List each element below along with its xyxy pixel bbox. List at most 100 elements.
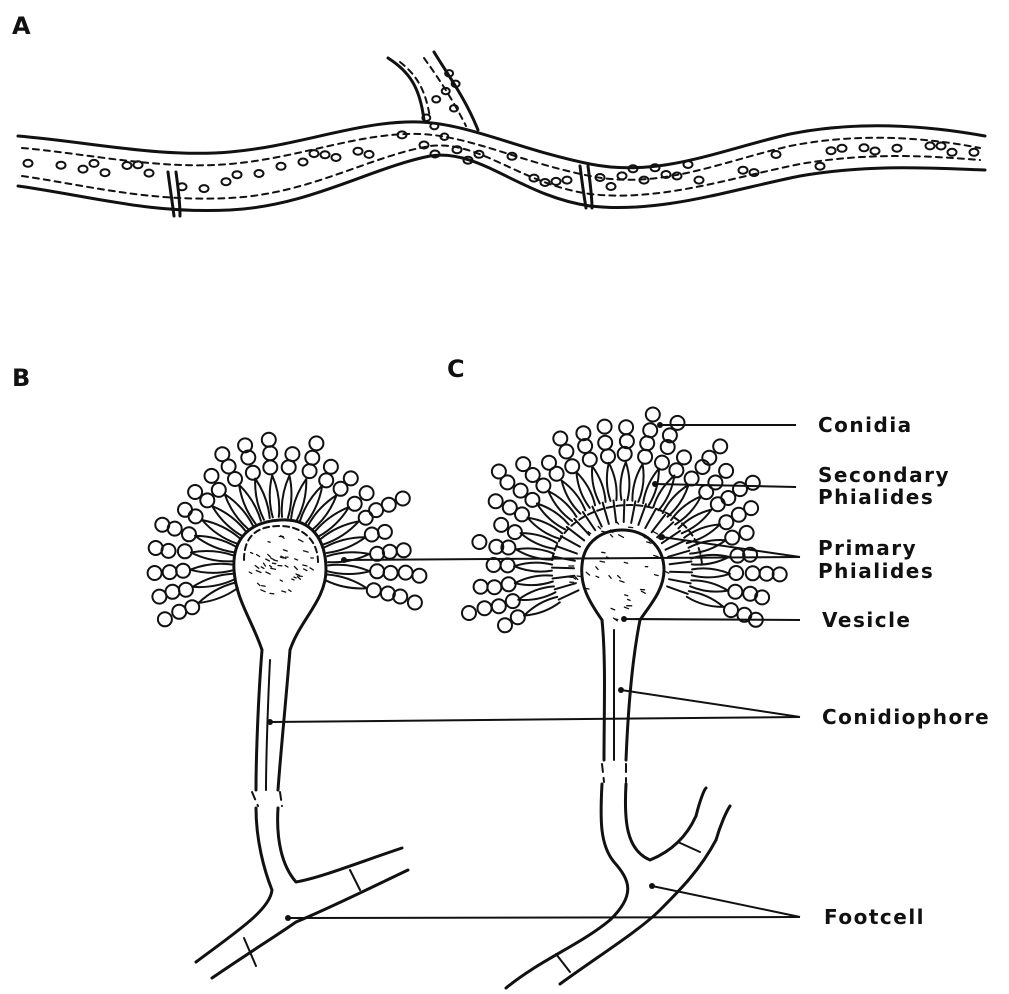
conidium [773,567,787,581]
vesicle-speck [264,563,266,566]
conidium [309,436,323,450]
metula [666,540,686,549]
conidium [158,612,172,626]
vesicle-speck [600,561,605,562]
vesicle-speck [641,591,645,593]
conidium [370,547,384,561]
vesicle-speck [249,572,251,574]
conidium [179,583,193,597]
phialide [692,568,730,577]
metula [556,546,577,554]
conidium [303,464,317,478]
conidium [408,596,422,610]
conidium [713,439,727,453]
vesicle-speck [602,552,605,553]
conidium [498,618,512,632]
vesicle-speck [596,567,598,570]
phialide [528,518,563,539]
phialide [671,496,701,524]
conidium [696,460,710,474]
conidium [494,518,508,532]
phialide [518,586,555,600]
conidium [399,566,413,580]
leader-footcell-c [652,886,800,917]
metula [614,501,617,523]
vesicle-speck [303,565,307,566]
conidium [396,492,410,506]
vesicle-speck [617,522,619,525]
conidium [472,535,486,549]
granule [695,177,704,184]
conidium [149,541,163,555]
conidium [725,531,739,545]
vesicle-speck [266,572,270,574]
vesicle-speck [268,542,270,543]
vesicle-speck [294,577,296,578]
metula [552,568,574,569]
conidium [618,447,632,461]
granule [321,151,330,158]
label-vesicle: Vesicle [822,608,911,632]
granule [57,162,66,169]
phialide [592,466,606,503]
conidium [348,497,362,511]
leader-conidiophore-b [270,717,800,722]
phialide [620,462,629,500]
vesicle-speck [310,568,313,570]
conidium [178,503,192,517]
metula [561,536,580,547]
phialide [548,491,576,521]
vesicle-speck [586,589,589,590]
granule [222,178,231,185]
vesicle-speck [618,576,621,579]
vesicle-speck [653,532,658,534]
conidium [178,544,192,558]
conidium [185,600,199,614]
granule [277,163,286,170]
vesicle-speck [619,535,624,538]
granule [299,159,308,166]
vesicle-speck [299,539,304,541]
conidium [671,416,685,430]
vesicle-speck [611,608,615,610]
metula [645,509,656,528]
conidium [478,601,492,615]
metula [669,579,691,583]
pointer-dot-footcell-c [649,883,655,889]
conidium [360,486,374,500]
conidium [708,476,722,490]
phialide [653,476,674,511]
conidium [733,482,747,496]
phialide [514,563,552,572]
conidium [382,498,396,512]
leader-footcell-b [288,917,800,918]
metula [670,572,692,573]
leader-vesicle [624,619,800,620]
conidium [598,436,612,450]
conidium [487,558,501,572]
conidium [282,460,296,474]
conidium [542,456,556,470]
granule [200,185,209,192]
vesicle-speck [256,571,261,573]
granule [838,145,847,152]
vesicle-speck [257,555,260,557]
conidium [685,472,699,486]
conidium [263,446,277,460]
vesicle-speck [620,581,624,583]
conidium [511,610,525,624]
conidium [319,473,333,487]
granule [552,178,561,185]
granule [739,167,748,174]
phialide [326,575,367,589]
phialide [687,591,724,607]
conidium [212,483,226,497]
granule [860,144,869,151]
label-secondary-line1: Secondary [818,463,950,487]
conidium [263,460,277,474]
conidium [487,580,501,594]
conidium [553,432,567,446]
granule [430,123,438,129]
conidium [492,599,506,613]
pointer-dot-vesicle [621,616,627,622]
